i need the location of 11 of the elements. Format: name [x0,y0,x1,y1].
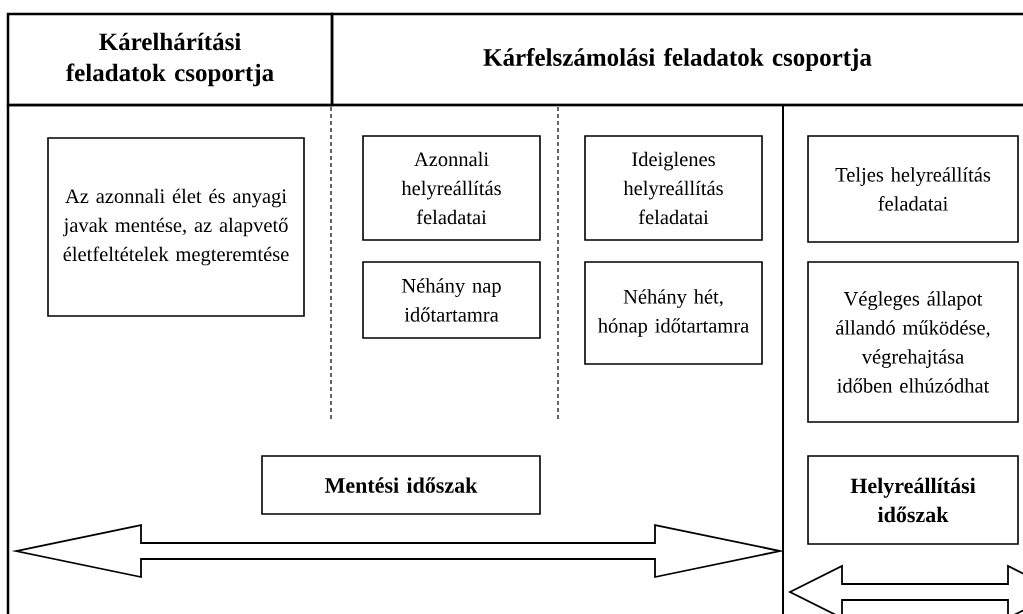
task-box: Teljes helyreállítás feladatai [807,135,1019,243]
task-box: Néhány nap időtartamra [362,261,541,339]
task-box: Ideiglenes helyreállítás feladatai [584,135,763,241]
task-box: Az azonnali élet és anyagi javak mentése, az alapvető életfeltételek megteremtése [47,137,305,317]
group-header: Kárelhárítási feladatok csoportja [6,12,334,107]
group-header: Kárfelszámolási feladatok csoportja [330,12,1023,107]
task-box: Néhány hét, hónap időtartamra [584,261,763,365]
period-box: Mentési időszak [261,455,541,515]
period-box: Helyreállítási időszak [807,455,1019,545]
task-box: Végleges állapot állandó működése, végrehajtása időben elhúzódhat [807,261,1019,423]
task-box: Azonnali helyreállítás feladatai [362,135,541,241]
